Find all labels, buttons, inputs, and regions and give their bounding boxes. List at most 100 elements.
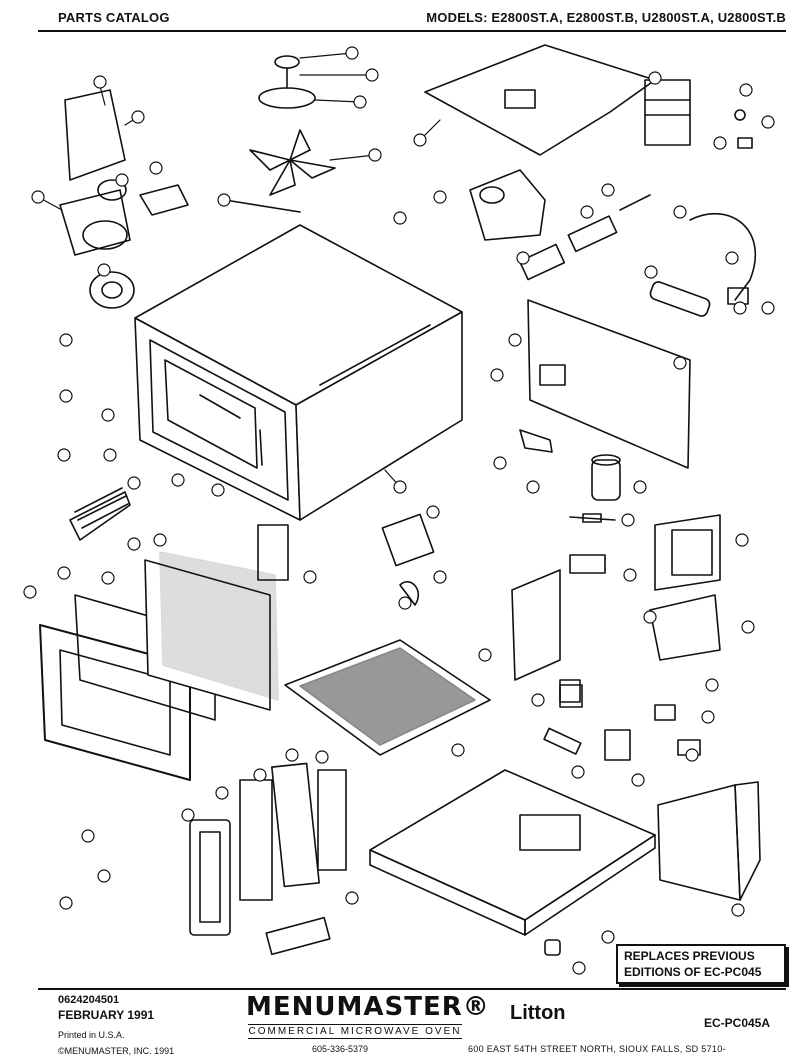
callout-markers: [23, 46, 775, 975]
callout-marker: [601, 930, 615, 944]
mounting-bracket: [511, 569, 581, 703]
callout-marker: [531, 693, 545, 707]
callout-marker: [345, 891, 359, 905]
callout-marker: [101, 571, 115, 585]
replaces-notice: REPLACES PREVIOUS EDITIONS OF EC-PC045: [616, 944, 786, 984]
callout-marker: [398, 596, 412, 610]
exploded-parts-diagram: [23, 44, 775, 975]
company-address: 600 EAST 54TH STREET NORTH, SIOUX FALLS,…: [468, 1044, 726, 1054]
replaces-notice-line-1: REPLACES PREVIOUS: [624, 949, 755, 963]
control-panel-plate: [519, 299, 691, 469]
callout-marker: [701, 710, 715, 724]
callout-marker: [171, 473, 185, 487]
callout-marker: [149, 161, 163, 175]
vertical-panels: [189, 762, 347, 956]
fuse-parts: [518, 194, 756, 317]
small-switch-parts: [543, 594, 721, 956]
callout-marker: [253, 768, 267, 782]
cavity-tray: [284, 639, 491, 756]
printed-in-label: Printed in U.S.A.: [58, 1030, 125, 1040]
callout-marker: [215, 786, 229, 800]
catalog-label: PARTS CATALOG: [58, 10, 170, 25]
callout-marker: [124, 110, 145, 126]
callout-marker: [23, 585, 37, 599]
callout-marker: [299, 46, 359, 60]
callout-marker: [648, 71, 662, 85]
callout-marker: [631, 773, 645, 787]
callout-marker: [303, 570, 317, 584]
callout-marker: [314, 95, 367, 109]
callout-marker: [127, 476, 141, 490]
callout-marker: [426, 505, 440, 519]
transformer: [654, 514, 721, 591]
callout-marker: [217, 193, 231, 207]
callout-marker: [621, 513, 635, 527]
callout-marker: [725, 251, 739, 265]
callout-marker: [580, 205, 594, 219]
callout-marker: [761, 115, 775, 129]
callout-marker: [739, 83, 753, 97]
callout-marker: [413, 119, 441, 147]
callout-marker: [101, 408, 115, 422]
side-panel: [657, 781, 761, 901]
interlock-switch: [257, 513, 435, 606]
callout-marker: [713, 136, 727, 150]
callout-marker: [451, 743, 465, 757]
top-duct-cover: [424, 44, 656, 241]
part-code: 0624204501: [58, 994, 120, 1006]
callout-marker: [508, 333, 522, 347]
callout-marker: [673, 205, 687, 219]
terminal-block: [569, 554, 606, 574]
callout-marker: [127, 537, 141, 551]
callout-marker: [153, 533, 167, 547]
callout-marker: [433, 190, 447, 204]
callout-marker: [97, 263, 111, 277]
callout-marker: [59, 389, 73, 403]
callout-marker: [516, 251, 530, 265]
callout-marker: [81, 829, 95, 843]
callout-marker: [211, 483, 225, 497]
callout-marker: [97, 869, 111, 883]
door-assembly: [39, 551, 279, 781]
callout-marker: [31, 190, 63, 211]
callout-marker: [526, 480, 540, 494]
callout-marker: [644, 265, 658, 279]
callout-marker: [741, 620, 755, 634]
form-number: EC-PC045A: [704, 1016, 771, 1030]
callout-marker: [329, 148, 382, 162]
callout-marker: [733, 301, 747, 315]
models-label: MODELS: E2800ST.A, E2800ST.B, U2800ST.A,…: [426, 10, 786, 25]
litton-logo: Litton: [510, 1002, 566, 1024]
brand-tagline: COMMERCIAL MICROWAVE OVEN: [248, 1024, 462, 1039]
phone-number: 605-336-5379: [312, 1044, 369, 1054]
replaces-notice-line-2: EDITIONS OF EC-PC045: [624, 965, 762, 979]
callout-marker: [393, 211, 407, 225]
callout-marker: [705, 678, 719, 692]
base-pan: [369, 769, 656, 936]
callout-marker: [384, 469, 407, 494]
callout-marker: [601, 183, 615, 197]
magnetron: [644, 79, 753, 149]
callout-marker: [643, 610, 657, 624]
callout-marker: [57, 566, 71, 580]
callout-marker: [493, 456, 507, 470]
callout-marker: [181, 808, 195, 822]
callout-marker: [731, 903, 745, 917]
blower-assembly: [59, 89, 189, 309]
callout-marker: [285, 748, 299, 762]
copyright-label: ©MENUMASTER, INC. 1991: [58, 1046, 175, 1056]
callout-marker: [572, 961, 586, 975]
publication-date: FEBRUARY 1991: [58, 1008, 155, 1022]
callout-marker: [93, 75, 107, 106]
callout-marker: [433, 570, 447, 584]
callout-marker: [478, 648, 492, 662]
callout-marker: [59, 896, 73, 910]
oven-cabinet: [134, 224, 463, 521]
footer-rule: [38, 988, 786, 990]
callout-marker: [685, 748, 699, 762]
callout-marker: [735, 533, 749, 547]
callout-marker: [59, 333, 73, 347]
callout-marker: [115, 173, 129, 187]
high-voltage-diode: [569, 513, 616, 523]
callout-marker: [623, 568, 637, 582]
